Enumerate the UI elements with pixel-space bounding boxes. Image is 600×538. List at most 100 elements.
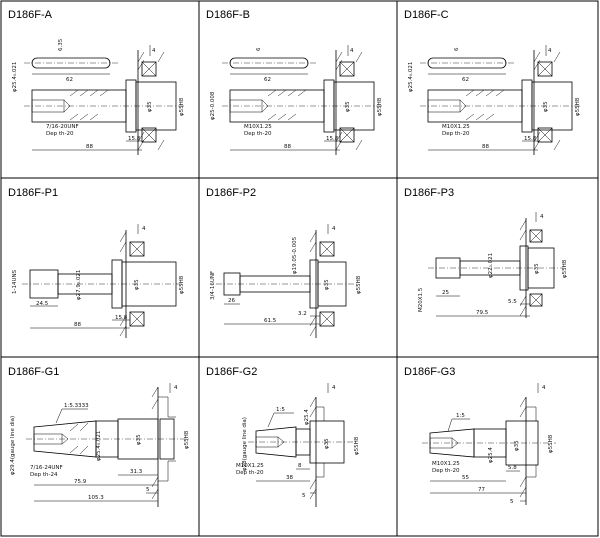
bearing-dia-label: φ55H8	[575, 97, 581, 116]
panel-title: D186F-P3	[404, 187, 454, 199]
key-length-label: 62	[66, 77, 73, 83]
thread-label: M10X1.25	[236, 463, 264, 469]
total-length-label: 61.5	[264, 318, 277, 324]
bearing-seat-outer	[159, 418, 175, 460]
total-length-label: 79.5	[476, 310, 489, 316]
panel-title: D186F-C	[404, 9, 449, 21]
taper-leader	[267, 412, 275, 428]
thread-depth-label: Dep th-20	[46, 131, 74, 137]
panel-d186f-a: D186F-A 6.35 62 4 φ25.4₀.021 φ35 φ55H8	[8, 9, 185, 155]
step-dia-label: φ35	[324, 438, 330, 449]
shoulder-offset-label: 5	[302, 493, 306, 499]
bearing-dia-label: φ55H8	[548, 434, 554, 453]
bearing-dia-label: φ55H8	[356, 275, 362, 294]
thread-dia-label: 1-14UNS	[12, 269, 18, 294]
shoulder-offset-label: 5	[146, 487, 150, 493]
panel-title: D186F-P2	[206, 187, 256, 199]
bearing-dia-label: φ55H8	[179, 97, 185, 116]
panel-title: D186F-A	[8, 9, 53, 21]
face-offset-label: 3.2	[298, 311, 307, 317]
bearing-lower	[529, 293, 543, 307]
panel-title: D186F-B	[206, 9, 250, 21]
step-dia-label: φ35	[134, 279, 140, 290]
step-dia-label: φ35	[534, 263, 540, 274]
end-dia-label: φ29.4(gauge line dia)	[10, 416, 16, 475]
taper-leader	[447, 418, 453, 432]
step-dia-label: φ35	[324, 279, 330, 290]
thread-depth-label: Dep th-24	[30, 472, 58, 478]
flange-offset-label: 4	[542, 385, 546, 391]
panel-title: D186F-G1	[8, 366, 59, 378]
bearing-dia-label: φ55H8	[354, 436, 360, 455]
taper-leader	[55, 408, 63, 424]
shoulder-dia-label: φ25.4	[304, 409, 310, 425]
thread-dia-label: M20X1.5	[418, 287, 424, 312]
flange-offset-label: 4	[332, 385, 336, 391]
flange-offset-label: 4	[540, 214, 544, 220]
flange-offset-label: 4	[332, 226, 336, 232]
bearing-dia-label: φ55H8	[562, 259, 568, 278]
thread-label: M10X1.25	[244, 124, 272, 130]
flange-offset-label: 4	[548, 48, 552, 54]
shoulder-dia-label: φ25.4₀.021	[96, 431, 102, 461]
step-dia-label: φ35	[345, 101, 351, 112]
taper-label: 1:5.3333	[64, 403, 89, 409]
total-length-label: 88	[86, 144, 93, 150]
bearing-lower	[319, 311, 335, 327]
bearing-dia-label: φ55H8	[184, 430, 190, 449]
total-length-label: 77	[478, 487, 485, 493]
panel-d186f-b: D186F-B 6 62 4 φ25-0.008 φ35 φ55H8 M10X1…	[206, 9, 383, 155]
face-offset-label: 15.8	[326, 136, 339, 142]
panel-d186f-p3: D186F-P3 4 M20X1.5 φ22₀.021 φ35 φ55H8 25…	[404, 187, 568, 318]
bearing-lower	[129, 311, 145, 327]
taper-label: 1:5	[276, 407, 285, 413]
panel-d186f-g2: D186F-G2 4 1:5 φ28(gauge line dia) φ25.4…	[206, 366, 360, 507]
flange-offset-label: 4	[152, 48, 156, 54]
total-length-label: 88	[74, 322, 81, 328]
shoulder-dia-label: φ25.4	[488, 447, 494, 463]
bearing-upper	[339, 61, 355, 77]
shoulder-dia-label: φ22₀.021	[488, 253, 494, 278]
bearing-upper	[141, 61, 157, 77]
thread-length-label: 25	[442, 290, 449, 296]
bearing-upper	[129, 241, 145, 257]
thread-label: M10X1.25	[442, 124, 470, 130]
key-length-label: 62	[462, 77, 469, 83]
total-length-label: 88	[482, 144, 489, 150]
flange-offset-label: 4	[350, 48, 354, 54]
face-offset-label: 5.8	[508, 465, 517, 471]
bearing-upper	[537, 61, 553, 77]
thread-length-label: 24.5	[36, 301, 49, 307]
face-offset-label: 8	[298, 463, 302, 469]
thread-dia-label: 3/4-16UNF	[210, 271, 216, 300]
panel-d186f-c: D186F-C 6 62 4 φ25.4₀.021 φ35 φ55H8 M10X…	[404, 9, 581, 155]
total-length-label: 88	[284, 144, 291, 150]
bearing-upper	[529, 229, 543, 243]
thread-label: 7/16-24UNF	[30, 465, 63, 471]
thread-label: M10X1.25	[432, 461, 460, 467]
thread-label: 7/16-20UNF	[46, 124, 79, 130]
length-a-label: 38	[286, 475, 293, 481]
panel-d186f-p1: D186F-P1 4 1-14UNS φ27.9₀.021 φ35 φ55H8 …	[8, 187, 185, 338]
end-dia-label: φ25.4₀.021	[408, 62, 414, 92]
thread-depth-label: Dep th-20	[236, 470, 264, 476]
flange-offset-label: 4	[142, 226, 146, 232]
step-dia-label: φ35	[136, 434, 142, 445]
key-width-label: 6	[256, 47, 262, 51]
panel-title: D186F-P1	[8, 187, 58, 199]
key-length-label: 62	[264, 77, 271, 83]
flange-offset-label: 4	[174, 385, 178, 391]
end-dia-label: φ25.4₀.021	[12, 62, 18, 92]
face-offset-label: 15.8	[524, 136, 537, 142]
panel-title: D186F-G2	[206, 366, 257, 378]
bearing-dia-label: φ55H8	[179, 275, 185, 294]
key-width-label: 6.35	[58, 38, 64, 51]
face-offset-label: 15.8	[128, 136, 141, 142]
thread-depth-label: Dep th-20	[244, 131, 272, 137]
shoulder-dia-label: φ27.9₀.021	[76, 270, 82, 300]
thread-depth-label: Dep th-20	[432, 468, 460, 474]
step-dia-label: φ35	[147, 101, 153, 112]
taper-label: 1:5	[456, 413, 465, 419]
